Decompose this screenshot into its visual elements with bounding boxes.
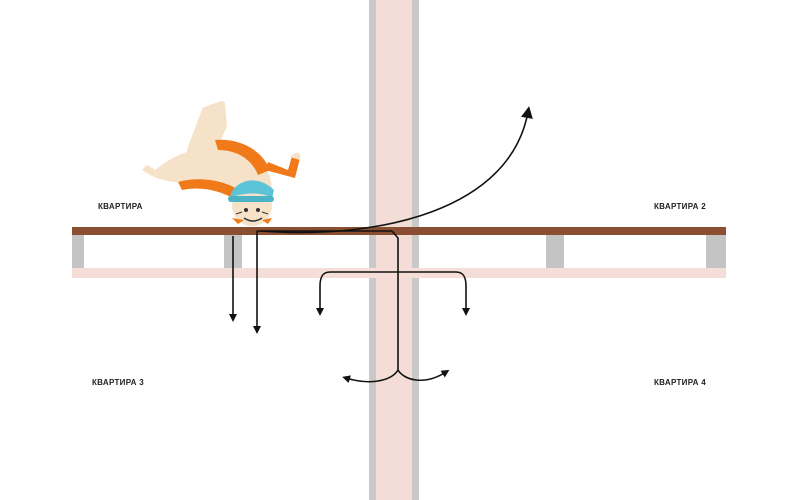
label-apartment-4: КВАРТИРА 4 xyxy=(654,378,706,387)
joist-4 xyxy=(706,235,726,268)
arrow-bottom-right xyxy=(397,369,450,381)
joist-3 xyxy=(546,235,564,268)
arrow-up-curve xyxy=(259,106,533,234)
arrow-wall-down xyxy=(391,230,399,370)
dancing-person-icon xyxy=(142,101,301,226)
arrow-branch-right xyxy=(398,271,470,316)
joist-1 xyxy=(72,235,84,268)
label-apartment-3: КВАРТИРА 3 xyxy=(92,378,144,387)
sound-path-arrow-icon xyxy=(229,106,533,383)
label-apartment-top-left: КВАРТИРА xyxy=(98,202,143,211)
arrow-bottom-left xyxy=(342,369,399,383)
floor-board xyxy=(72,227,726,235)
ceiling-slab xyxy=(72,268,726,278)
wall-core xyxy=(376,0,412,500)
vertical-wall xyxy=(369,0,419,500)
label-apartment-2: КВАРТИРА 2 xyxy=(654,202,706,211)
arrow-branch-left xyxy=(316,271,398,316)
